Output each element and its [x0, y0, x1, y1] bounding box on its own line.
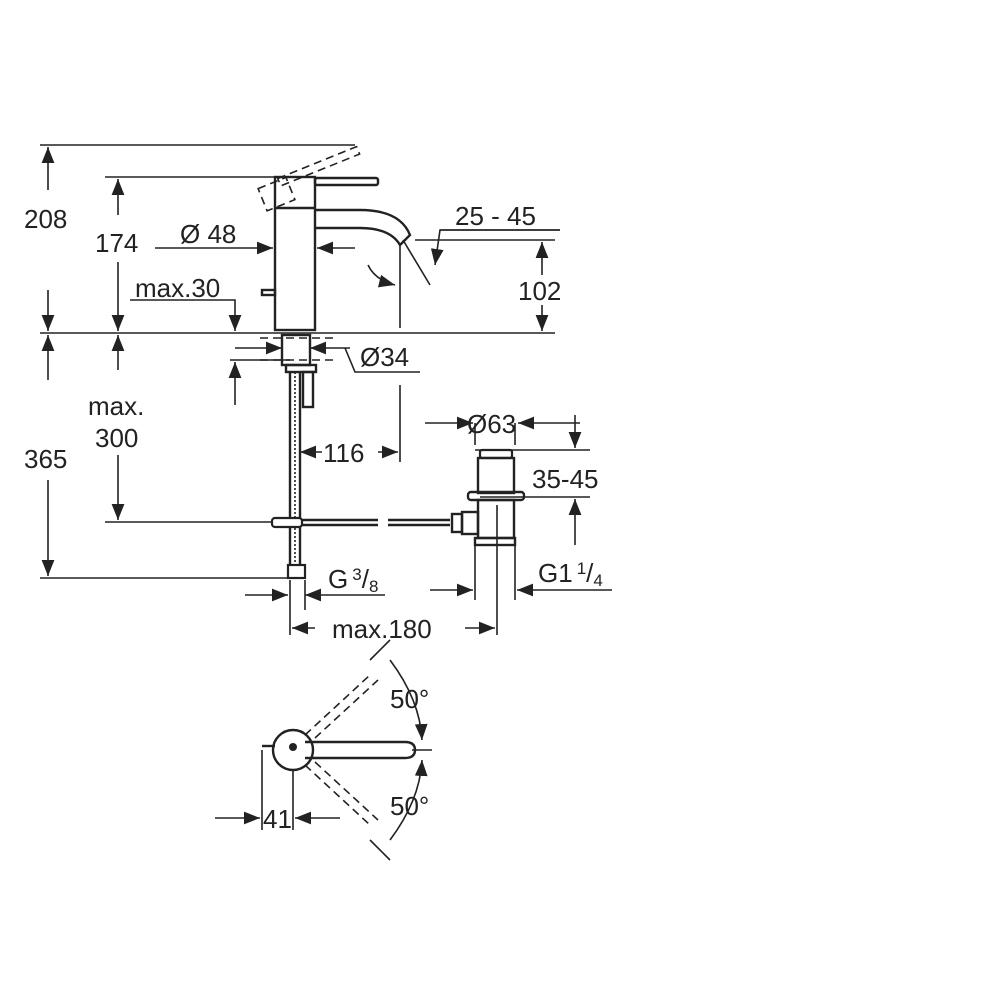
faucet-side-view [257, 145, 450, 580]
label-spout-angle: 25 - 45 [455, 201, 536, 231]
extension-lines [40, 144, 560, 579]
label-angle-top: 50° [390, 684, 429, 714]
label-body-height: 174 [95, 228, 138, 258]
label-angle-bottom: 50° [390, 791, 429, 821]
label-spout-reach: 116 [323, 438, 364, 468]
dimension-arrows [41, 147, 612, 635]
faucet-top-view [215, 639, 432, 861]
label-max-below-2: 300 [95, 423, 138, 453]
label-below-height: 365 [24, 444, 67, 474]
label-handle-offset: 41 [263, 804, 292, 834]
label-total-height: 208 [24, 204, 67, 234]
label-max-reach: max.180 [332, 614, 432, 644]
label-mount-hole: Ø34 [360, 342, 409, 372]
label-waste-diameter: Ø63 [467, 409, 516, 439]
label-spout-height: 102 [518, 276, 561, 306]
waste-valve [450, 448, 526, 547]
label-max-below-1: max. [88, 391, 144, 421]
label-waste-range: 35-45 [532, 464, 599, 494]
label-body-diameter: Ø 48 [180, 219, 236, 249]
label-max-deck: max.30 [135, 273, 220, 303]
